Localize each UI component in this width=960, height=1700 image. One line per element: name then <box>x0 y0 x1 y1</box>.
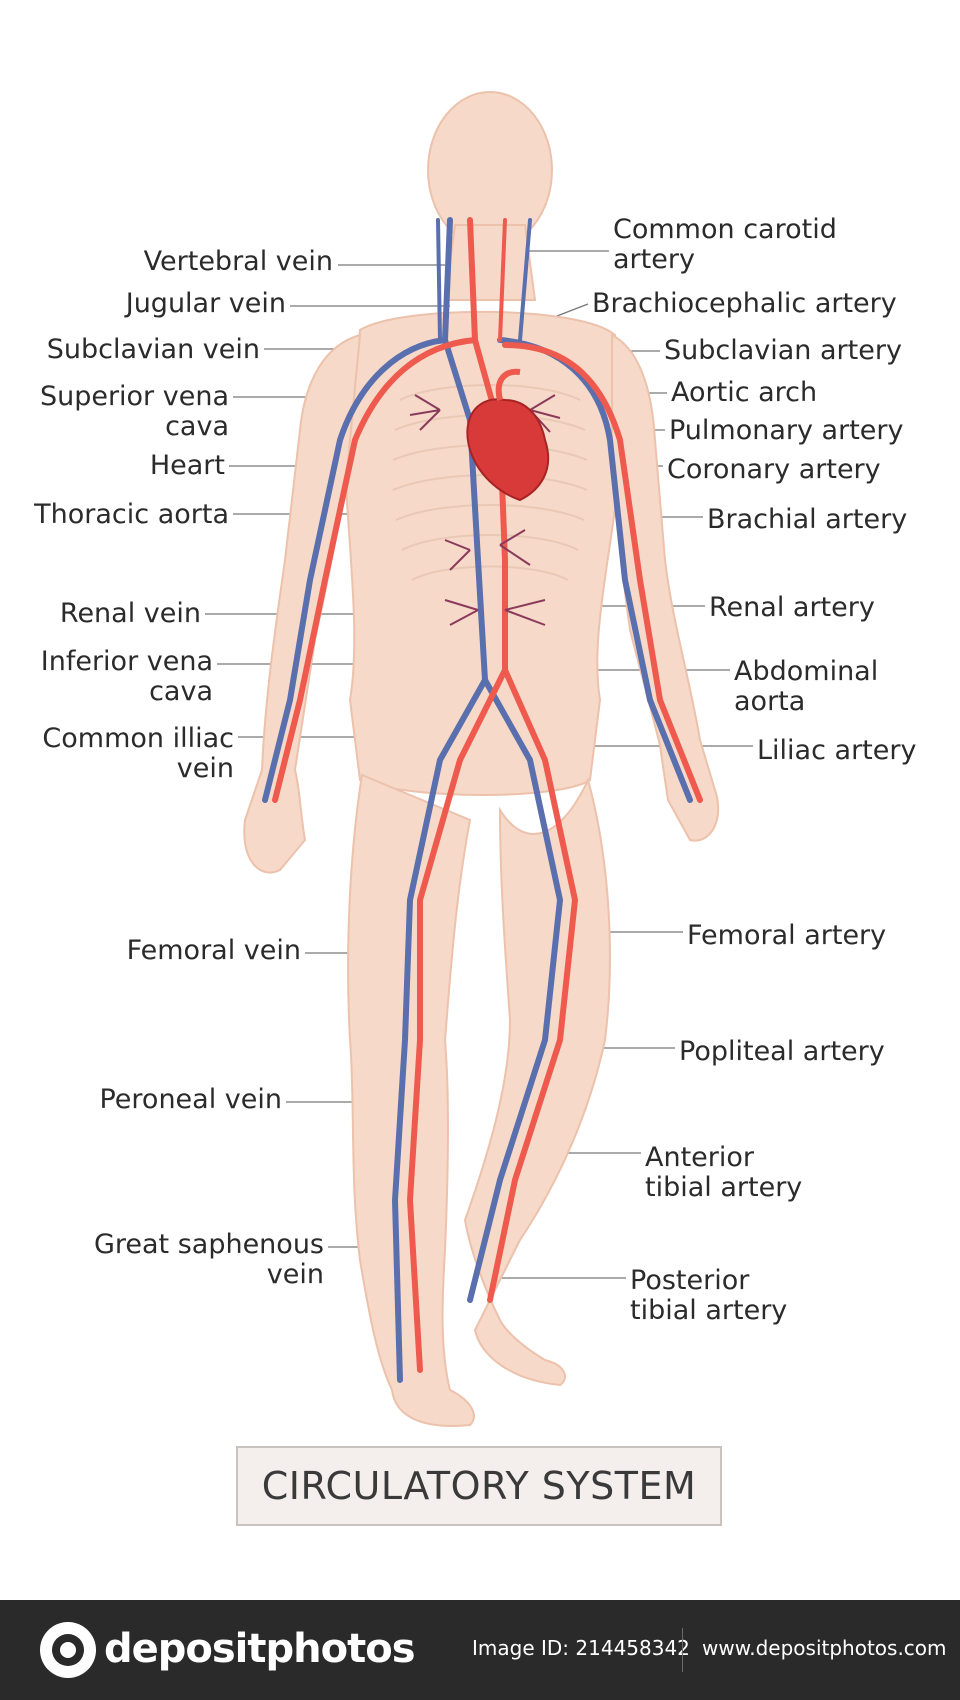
site-url: www.depositphotos.com <box>702 1636 947 1660</box>
diagram-title: CIRCULATORY SYSTEM <box>261 1464 697 1508</box>
label-line: artery <box>613 244 695 275</box>
label-coronary-artery: Coronary artery <box>667 455 881 485</box>
label-line: Liliac artery <box>757 735 917 766</box>
label-line: Peroneal vein <box>99 1084 282 1115</box>
label-line: Superior vena <box>39 381 229 412</box>
label-line: Inferior vena <box>40 646 213 677</box>
label-line: Heart <box>149 450 225 481</box>
arteries <box>272 217 703 1373</box>
label-heart: Heart <box>150 451 225 481</box>
label-thoracic-aorta: Thoracic aorta <box>34 500 229 530</box>
title-box: CIRCULATORY SYSTEM <box>236 1446 722 1526</box>
label-line: Posterior <box>630 1265 750 1296</box>
label-line: Common illiac <box>42 723 234 754</box>
label-brachiocephalic-artery: Brachiocephalic artery <box>592 289 897 319</box>
label-line: vein <box>176 753 234 784</box>
label-brachial-artery: Brachial artery <box>707 505 907 535</box>
label-line: Femoral artery <box>687 920 887 951</box>
label-line: Pulmonary artery <box>669 415 904 446</box>
body-silhouette <box>243 91 720 1427</box>
veins <box>262 217 693 1383</box>
label-jugular-vein: Jugular vein <box>126 289 286 319</box>
label-line: Renal artery <box>709 592 875 623</box>
label-line: Subclavian artery <box>664 335 902 366</box>
label-popliteal-artery: Popliteal artery <box>679 1037 885 1067</box>
image-id: Image ID: 214458342 <box>472 1636 690 1660</box>
label-line: Abdominal <box>734 656 879 687</box>
label-femoral-artery: Femoral artery <box>687 921 886 951</box>
logo-text: depositphotos <box>104 1626 416 1672</box>
label-line: Subclavian vein <box>46 334 260 365</box>
label-line: Brachial artery <box>707 504 908 535</box>
label-line: tibial artery <box>630 1295 788 1326</box>
label-subclavian-vein: Subclavian vein <box>47 335 260 365</box>
label-line: tibial artery <box>645 1172 803 1203</box>
label-aortic-arch: Aortic arch <box>671 378 817 408</box>
label-subclavian-artery: Subclavian artery <box>664 336 902 366</box>
label-liliac-artery: Liliac artery <box>757 736 916 766</box>
label-line: Vertebral vein <box>143 246 333 277</box>
label-line: Common carotid <box>613 214 837 245</box>
label-peroneal-vein: Peroneal vein <box>99 1085 282 1115</box>
label-line: Brachiocephalic artery <box>592 288 897 319</box>
heart-illustration <box>466 368 550 502</box>
label-line: Great saphenous <box>93 1229 324 1260</box>
label-line: Popliteal artery <box>679 1036 885 1067</box>
camera-logo-icon <box>40 1622 96 1678</box>
label-femoral-vein: Femoral vein <box>127 936 301 966</box>
label-line: Thoracic aorta <box>34 499 229 530</box>
label-line: vein <box>266 1259 324 1290</box>
label-line: cava <box>165 411 229 442</box>
label-line: Renal vein <box>59 598 201 629</box>
label-renal-vein: Renal vein <box>60 599 201 629</box>
label-vertebral-vein: Vertebral vein <box>144 247 333 277</box>
label-line: Aortic arch <box>671 377 818 408</box>
label-line: Coronary artery <box>667 454 881 485</box>
label-line: cava <box>149 676 213 707</box>
footer-bar: depositphotos Image ID: 214458342 www.de… <box>0 1600 960 1700</box>
label-line: Anterior <box>645 1142 755 1173</box>
label-line: Jugular vein <box>125 288 286 319</box>
footer-divider <box>682 1628 683 1672</box>
label-renal-artery: Renal artery <box>709 593 875 623</box>
human-body-illustration <box>205 91 753 1427</box>
label-pulmonary-artery: Pulmonary artery <box>669 416 903 446</box>
label-line: Femoral vein <box>126 935 301 966</box>
label-line: aorta <box>734 686 806 717</box>
vessel-branches <box>409 394 561 626</box>
